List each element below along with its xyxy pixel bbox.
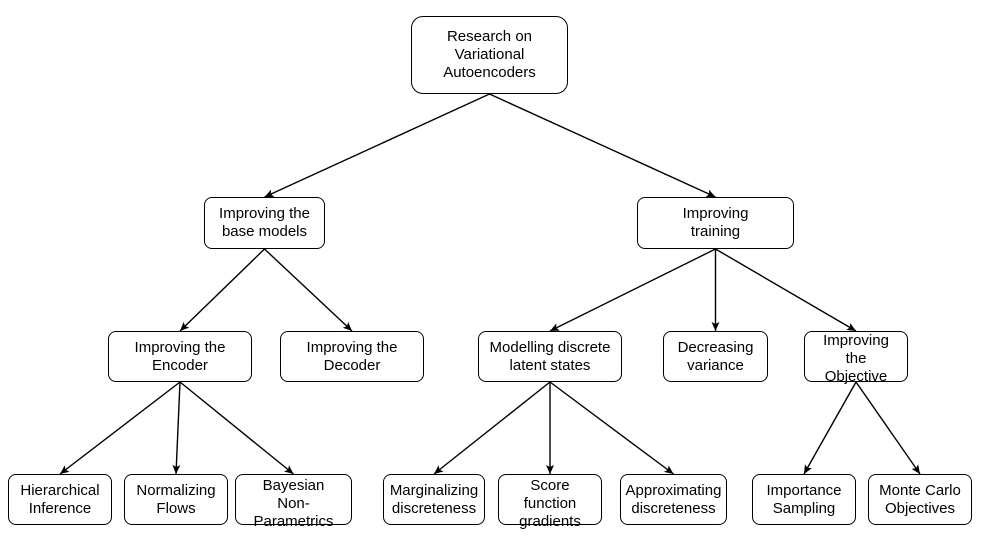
node-label: Improving training <box>682 205 749 240</box>
node-label: Decreasing variance <box>677 338 754 374</box>
edge-training-to-objective <box>715 248 857 332</box>
edge-encoder-to-normalizing <box>172 381 181 475</box>
node-label: Score function gradients <box>519 476 581 530</box>
node-label: Improving the Encoder <box>134 338 226 374</box>
node-marginalizing-discreteness: Marginalizing discreteness <box>383 474 485 525</box>
node-improving-encoder: Improving the Encoder <box>108 331 252 382</box>
node-label: Improving the base models <box>219 205 310 240</box>
node-bayesian-non-parametrics: Bayesian Non- Parametrics <box>235 474 352 530</box>
edge-encoder-to-bayesian <box>179 381 294 475</box>
edge-training-to-discrete <box>549 248 716 332</box>
edge-objective-to-montecarlo <box>855 381 921 475</box>
node-label: Monte Carlo Objectives <box>879 481 961 517</box>
node-improving-objective: Improving the Objective <box>804 331 908 385</box>
node-modelling-discrete-latent-states: Modelling discrete latent states <box>478 331 622 382</box>
node-label: Marginalizing discreteness <box>389 481 479 517</box>
node-monte-carlo-objectives: Monte Carlo Objectives <box>868 474 972 525</box>
node-hierarchical-inference: Hierarchical Inference <box>8 474 112 525</box>
node-approximating-discreteness: Approximating discreteness <box>620 474 727 525</box>
node-improving-decoder: Improving the Decoder <box>280 331 424 382</box>
edge-root-to-training <box>489 93 716 198</box>
node-improving-base-models: Improving the base models <box>204 197 325 249</box>
node-label: Bayesian Non- Parametrics <box>253 476 334 530</box>
node-label: Normalizing Flows <box>136 481 216 517</box>
edge-objective-to-importance <box>803 381 857 475</box>
edge-base_models-to-encoder <box>179 248 265 332</box>
node-importance-sampling: Importance Sampling <box>752 474 856 525</box>
node-root: Research on Variational Autoencoders <box>411 16 568 94</box>
node-label: Improving the Objective <box>823 331 889 385</box>
edge-discrete-to-approximating <box>549 381 674 475</box>
node-label: Approximating discreteness <box>625 481 722 517</box>
node-label: Hierarchical Inference <box>20 481 100 517</box>
node-label: Research on Variational Autoencoders <box>443 28 536 81</box>
node-normalizing-flows: Normalizing Flows <box>124 474 228 525</box>
node-decreasing-variance: Decreasing variance <box>663 331 768 382</box>
edge-discrete-to-marginalizing <box>433 381 551 475</box>
node-label: Improving the Decoder <box>306 338 398 374</box>
node-label: Modelling discrete latent states <box>489 338 611 374</box>
edge-root-to-base_models <box>264 93 490 198</box>
node-label: Importance Sampling <box>766 481 842 517</box>
node-score-function-gradients: Score function gradients <box>498 474 602 530</box>
node-improving-training: Improving training <box>637 197 794 249</box>
edge-base_models-to-decoder <box>264 248 353 332</box>
edge-encoder-to-hierarchical <box>59 381 181 475</box>
